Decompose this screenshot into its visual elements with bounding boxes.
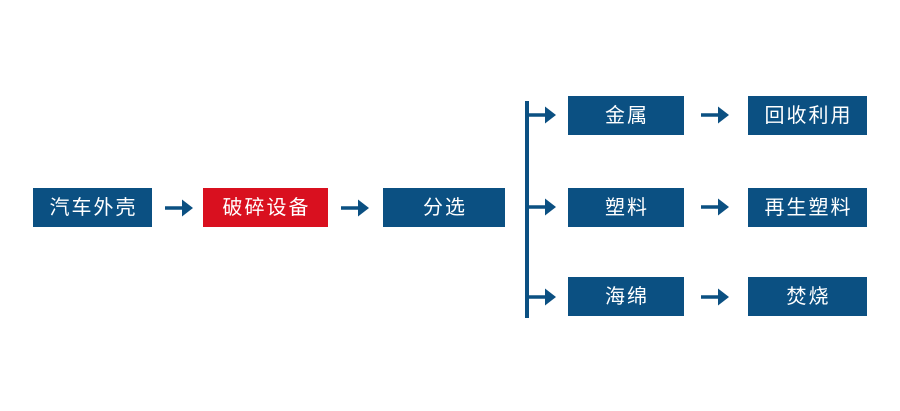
node-destination-incineration[interactable]: 焚烧: [748, 277, 867, 316]
arrow-right-icon-metal-to-recycle: [700, 102, 730, 128]
arrow-right-icon-shell-to-crusher: [164, 195, 194, 221]
node-crushing-equipment[interactable]: 破碎设备: [203, 188, 328, 227]
arrow-right-icon-branch-plastic: [527, 194, 557, 220]
node-vehicle-shell[interactable]: 汽车外壳: [33, 188, 152, 227]
arrow-right-icon-branch-metal: [527, 102, 557, 128]
node-destination-regenerated-plastic[interactable]: 再生塑料: [748, 188, 867, 227]
arrow-right-icon-branch-sponge: [527, 284, 557, 310]
node-destination-recycle[interactable]: 回收利用: [748, 96, 867, 135]
arrow-right-icon-plastic-to-regenerated: [700, 194, 730, 220]
vertical-connector-line: [525, 101, 529, 318]
arrow-right-icon-crusher-to-sorting: [340, 195, 370, 221]
node-material-metal[interactable]: 金属: [568, 96, 684, 135]
node-sorting[interactable]: 分选: [383, 188, 505, 227]
node-material-sponge[interactable]: 海绵: [568, 277, 684, 316]
node-material-plastic[interactable]: 塑料: [568, 188, 684, 227]
arrow-right-icon-sponge-to-incineration: [700, 284, 730, 310]
